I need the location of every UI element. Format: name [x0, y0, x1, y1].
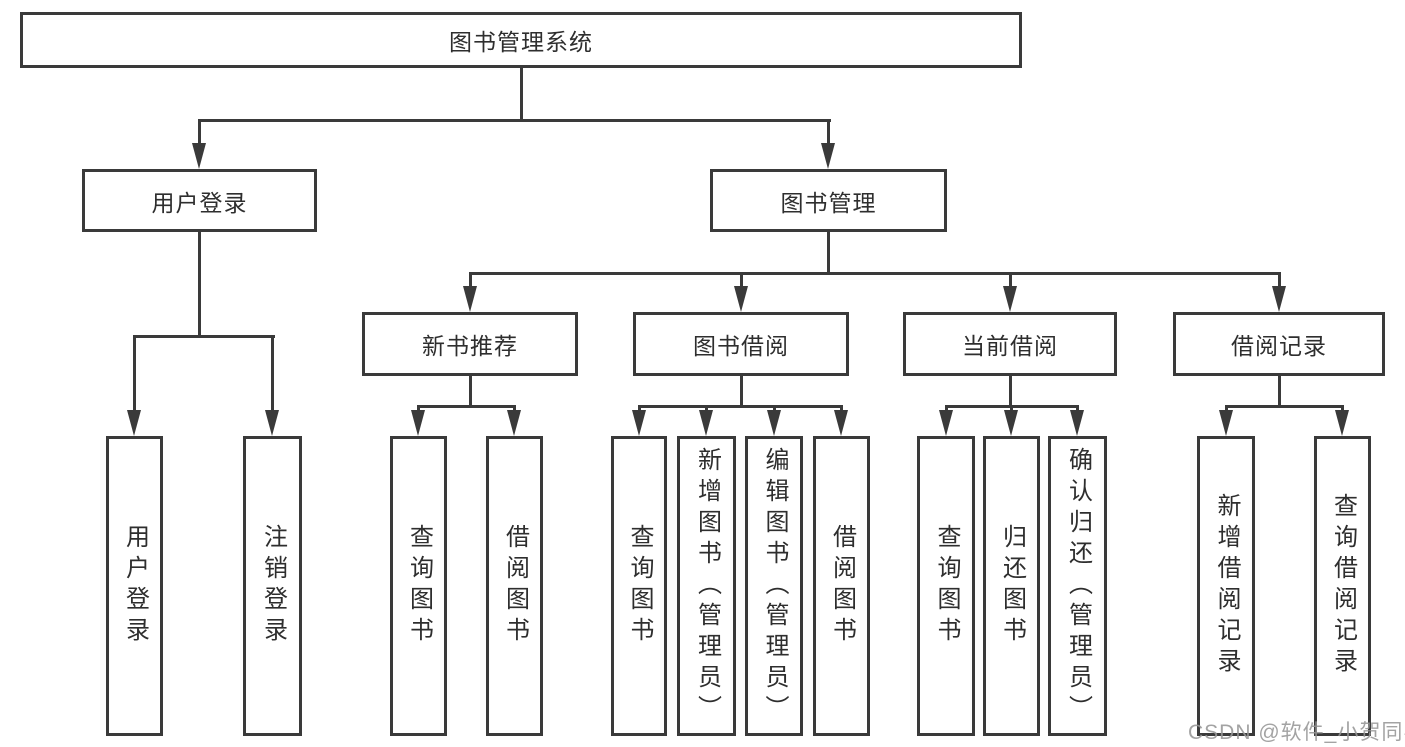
leaf-label: 查询图书 — [933, 524, 960, 648]
connector-book-mgmt-stem — [827, 232, 830, 275]
arrowhead-bb-edit — [767, 410, 781, 436]
node-borrow-record: 借阅记录 — [1173, 312, 1385, 376]
connector-drop-new-book — [469, 272, 472, 292]
leaf-add-books-admin: 新增图书（管理员） — [677, 436, 736, 736]
leaf-logout: 注销登录 — [243, 436, 302, 736]
node-current-borrow: 当前借阅 — [903, 312, 1117, 376]
connector-borrow-stem — [740, 376, 743, 408]
arrowhead-user-login — [192, 143, 206, 169]
node-label: 新书推荐 — [422, 333, 518, 359]
leaf-return-books: 归还图书 — [983, 436, 1040, 736]
leaf-label: 查询图书 — [405, 524, 433, 648]
leaf-edit-books-admin: 编辑图书（管理员） — [745, 436, 803, 736]
connector-drop-borrow — [740, 272, 743, 292]
connector-drop-login — [133, 335, 136, 415]
connector-borrow-bar — [638, 405, 843, 408]
node-label: 用户登录 — [151, 189, 248, 216]
connector-drop-record — [1278, 272, 1281, 292]
node-library-system: 图书管理系统 — [20, 12, 1022, 68]
node-label: 当前借阅 — [962, 333, 1058, 359]
node-book-management: 图书管理 — [710, 169, 947, 232]
leaf-query-books-newbook: 查询图书 — [390, 436, 447, 736]
arrowhead-bb-add — [699, 410, 713, 436]
leaf-label: 新增借阅记录 — [1213, 493, 1240, 679]
connector-new-book-bar — [417, 405, 516, 408]
leaf-label: 查询借阅记录 — [1329, 493, 1357, 679]
arrowhead-nb-borrow — [507, 410, 521, 436]
connector-root-stem — [520, 68, 523, 122]
arrowhead-nb-query — [411, 410, 425, 436]
leaf-label: 查询图书 — [626, 524, 653, 648]
leaf-user-login: 用户登录 — [106, 436, 163, 736]
arrowhead-cb-return — [1004, 410, 1018, 436]
arrowhead-cb-confirm — [1070, 410, 1084, 436]
leaf-label: 用户登录 — [121, 524, 149, 648]
node-book-borrow: 图书借阅 — [633, 312, 849, 376]
leaf-label: 归还图书 — [998, 524, 1026, 648]
connector-book-mgmt-bar — [469, 272, 1281, 275]
connector-new-book-stem — [469, 376, 472, 408]
connector-drop-logout — [271, 335, 274, 415]
node-label: 图书管理 — [780, 189, 877, 216]
connector-user-login-stem — [198, 232, 201, 338]
node-new-book-recommend: 新书推荐 — [362, 312, 578, 376]
arrowhead-cb-query — [939, 410, 953, 436]
arrowhead-br-add — [1219, 410, 1233, 436]
leaf-borrow-books-newbook: 借阅图书 — [486, 436, 543, 736]
node-label: 图书借阅 — [693, 333, 789, 359]
leaf-label: 注销登录 — [259, 524, 287, 648]
arrowhead-bb-borrow — [834, 410, 848, 436]
arrowhead-logout — [265, 410, 279, 436]
connector-record-stem — [1278, 376, 1281, 408]
leaf-label: 确认归还（管理员） — [1064, 446, 1092, 726]
node-label: 借阅记录 — [1231, 333, 1327, 359]
arrowhead-br-query — [1335, 410, 1349, 436]
arrowhead-current — [1003, 286, 1017, 312]
leaf-query-books-current: 查询图书 — [917, 436, 975, 736]
leaf-query-books-borrow: 查询图书 — [611, 436, 667, 736]
node-label: 图书管理系统 — [449, 29, 593, 55]
leaf-confirm-return-admin: 确认归还（管理员） — [1048, 436, 1107, 736]
connector-user-login-bar — [133, 335, 275, 338]
leaf-borrow-books: 借阅图书 — [813, 436, 870, 736]
arrowhead-book-mgmt — [821, 143, 835, 169]
arrowhead-login — [127, 410, 141, 436]
connector-drop-current — [1009, 272, 1012, 292]
connector-drop-book-mgmt — [827, 119, 830, 147]
connector-current-stem — [1009, 376, 1012, 408]
arrowhead-record — [1272, 286, 1286, 312]
connector-record-bar — [1225, 405, 1344, 408]
leaf-label: 借阅图书 — [828, 524, 856, 648]
leaf-label: 编辑图书（管理员） — [761, 446, 788, 726]
leaf-query-borrow-record: 查询借阅记录 — [1314, 436, 1371, 736]
leaf-label: 新增图书（管理员） — [693, 446, 721, 726]
csdn-watermark: CSDN @软件_小贺同学 — [1188, 721, 1405, 744]
arrowhead-bb-query — [632, 410, 646, 436]
arrowhead-borrow — [734, 286, 748, 312]
connector-root-bar — [198, 119, 831, 122]
connector-drop-user-login — [198, 119, 201, 147]
arrowhead-new-book — [463, 286, 477, 312]
leaf-label: 借阅图书 — [501, 524, 529, 648]
leaf-add-borrow-record: 新增借阅记录 — [1197, 436, 1255, 736]
node-user-login: 用户登录 — [82, 169, 317, 232]
